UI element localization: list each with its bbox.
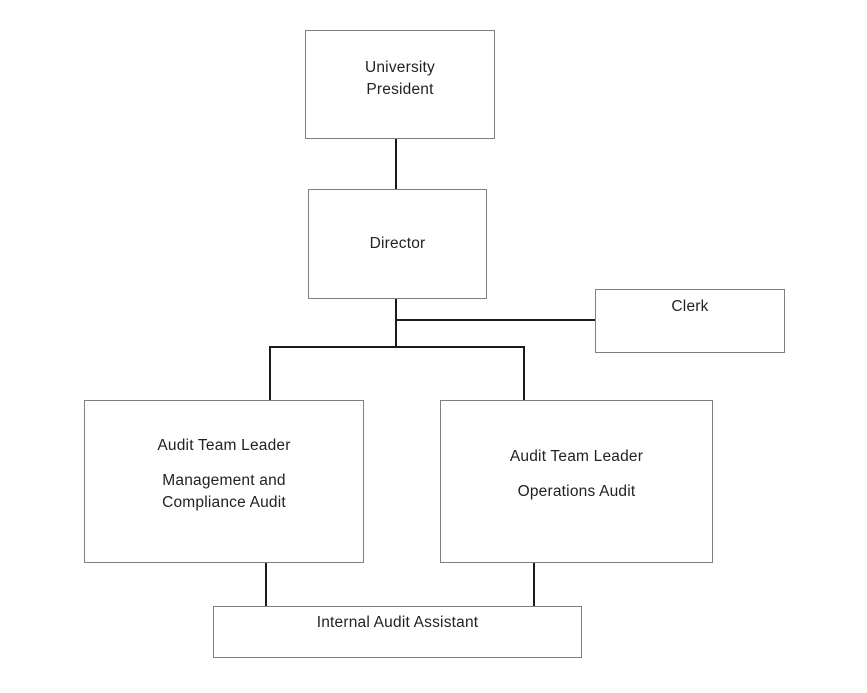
node-audit-team-leader-management-compliance-subtitle: Management and Compliance Audit [162, 472, 286, 511]
node-internal-audit-assistant-label: Internal Audit Assistant [316, 614, 479, 631]
connector-children-rail [269, 346, 525, 348]
node-university-president: University President [305, 30, 495, 139]
node-director-label: Director [369, 235, 426, 252]
node-clerk: Clerk [595, 289, 785, 353]
connector-president-director [395, 139, 397, 190]
node-internal-audit-assistant: Internal Audit Assistant [213, 606, 582, 658]
connector-rail-operations-drop [523, 346, 525, 400]
node-audit-team-leader-management-compliance: Audit Team Leader Management and Complia… [84, 400, 364, 563]
connector-rail-management-drop [269, 346, 271, 400]
connector-management-assistant [265, 563, 267, 606]
node-clerk-label: Clerk [671, 298, 709, 315]
node-audit-team-leader-operations-title: Audit Team Leader [509, 448, 644, 465]
node-university-president-label: University President [364, 58, 436, 98]
node-audit-team-leader-operations-subtitle: Operations Audit [517, 483, 636, 500]
connector-operations-assistant [533, 563, 535, 606]
node-audit-team-leader-management-compliance-title: Audit Team Leader [157, 437, 291, 454]
connector-director-stem [395, 299, 397, 348]
node-director: Director [308, 189, 487, 299]
connector-director-clerk [396, 319, 595, 321]
node-audit-team-leader-operations: Audit Team Leader Operations Audit [440, 400, 713, 563]
